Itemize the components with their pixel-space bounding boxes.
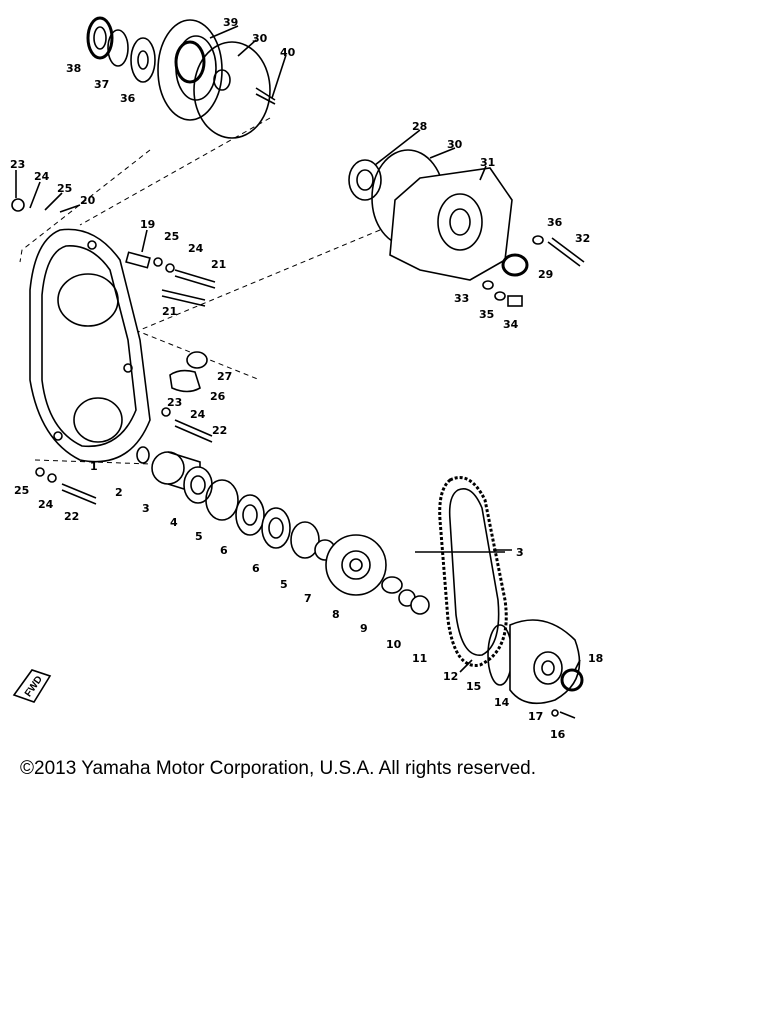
- chain-case-cover: [11, 198, 151, 463]
- callout-24-bottom: 24: [38, 498, 54, 511]
- top-assembly: [86, 16, 276, 139]
- callout-22-b: 22: [64, 510, 79, 523]
- shaft-parts-stack: [136, 446, 430, 615]
- callout-21-b: 21: [162, 305, 177, 318]
- callout-37: 37: [94, 78, 109, 91]
- callout-5-a: 5: [195, 530, 203, 543]
- callout-14: 14: [494, 696, 510, 709]
- callout-6-a: 6: [220, 544, 228, 557]
- callout-24-top: 24: [34, 170, 50, 183]
- fwd-arrow: FWD: [12, 669, 52, 703]
- callout-6-b: 6: [252, 562, 260, 575]
- right-housing-assembly: [348, 149, 585, 307]
- callout-7: 7: [304, 592, 312, 605]
- callout-12: 12: [443, 670, 458, 683]
- callout-30-right: 30: [447, 138, 463, 151]
- callouts: 39 30 40 38 37 36 28 30 31 23 24 25 20 1…: [10, 16, 603, 741]
- callout-2: 2: [115, 486, 123, 499]
- callout-24-mid2: 24: [190, 408, 206, 421]
- callout-40: 40: [280, 46, 296, 59]
- callout-36-top: 36: [120, 92, 136, 105]
- callout-30-top: 30: [252, 32, 268, 45]
- callout-39: 39: [223, 16, 238, 29]
- callout-17: 17: [528, 710, 543, 723]
- exploded-parts-diagram: FWD 39 30 40 38 37 36 28 30 31 23 24 25 …: [10, 16, 603, 741]
- leader-lines: [15, 25, 581, 673]
- sprocket-cover-assembly: [487, 619, 584, 719]
- callout-27: 27: [217, 370, 232, 383]
- callout-23-mid: 23: [167, 396, 182, 409]
- cover-fasteners: [35, 251, 216, 505]
- callout-38: 38: [66, 62, 81, 75]
- copyright-notice: ©2013 Yamaha Motor Corporation, U.S.A. A…: [20, 758, 536, 779]
- callout-3-left: 3: [142, 502, 150, 515]
- callout-31: 31: [480, 156, 495, 169]
- callout-1: 1: [90, 460, 98, 473]
- callout-8: 8: [332, 608, 340, 621]
- callout-28: 28: [412, 120, 427, 133]
- callout-15: 15: [466, 680, 481, 693]
- callout-20: 20: [80, 194, 96, 207]
- callout-18: 18: [588, 652, 603, 665]
- callout-32: 32: [575, 232, 590, 245]
- callout-19: 19: [140, 218, 155, 231]
- callout-5-b: 5: [280, 578, 288, 591]
- callout-26: 26: [210, 390, 226, 403]
- callout-36-right: 36: [547, 216, 563, 229]
- callout-22-a: 22: [212, 424, 227, 437]
- callout-25-mid: 25: [164, 230, 179, 243]
- callout-25-top: 25: [57, 182, 72, 195]
- callout-33: 33: [454, 292, 469, 305]
- drive-chain: [438, 476, 512, 667]
- callout-21-a: 21: [211, 258, 226, 271]
- callout-16: 16: [550, 728, 566, 741]
- callout-9: 9: [360, 622, 368, 635]
- callout-4: 4: [170, 516, 178, 529]
- callout-23-top: 23: [10, 158, 25, 171]
- callout-34: 34: [503, 318, 519, 331]
- callout-11: 11: [412, 652, 427, 665]
- callout-35: 35: [479, 308, 494, 321]
- callout-25-bottom: 25: [14, 484, 29, 497]
- callout-29: 29: [538, 268, 553, 281]
- callout-24-mid: 24: [188, 242, 204, 255]
- callout-3-right: 3: [516, 546, 524, 559]
- callout-10: 10: [386, 638, 402, 651]
